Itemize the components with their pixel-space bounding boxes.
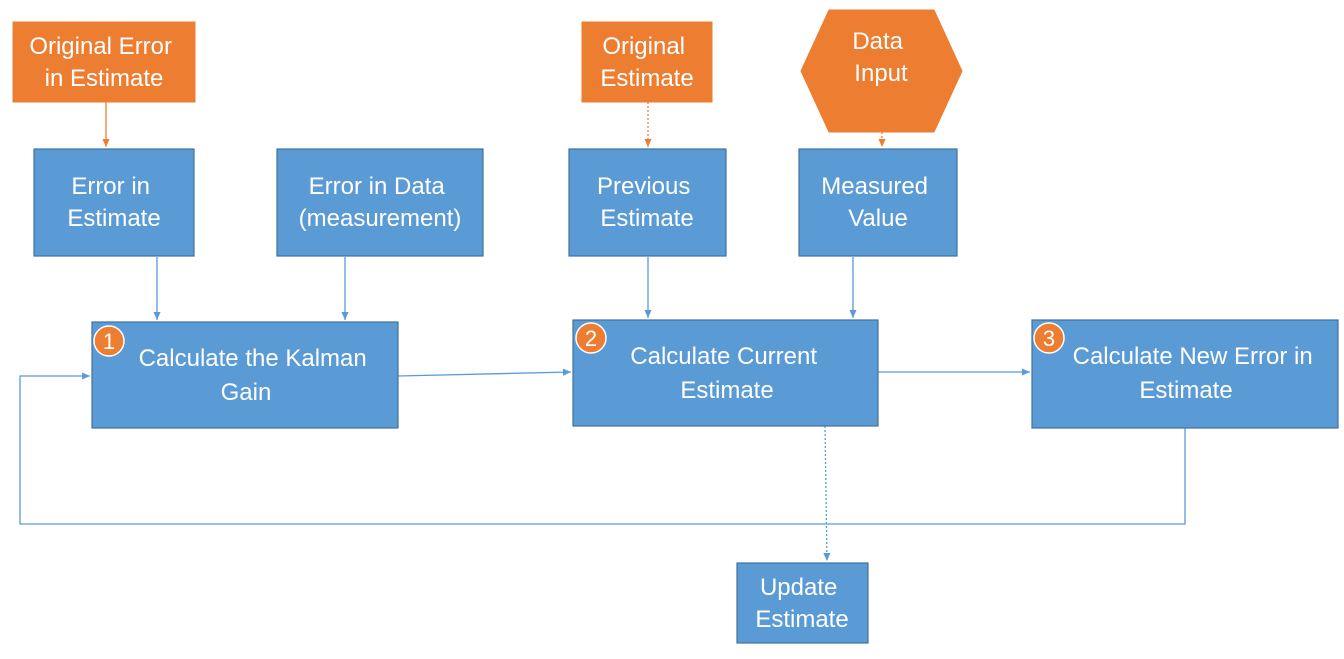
update-estimate-label: Update Estimate — [755, 574, 848, 633]
previous-estimate-node: Previous Estimate — [568, 148, 727, 257]
data-input-label: Data Input — [852, 28, 909, 87]
edges — [19, 102, 1186, 562]
edge-new-error-feedback-to-kalman-gain — [19, 372, 1186, 525]
kalman-gain-label: Calculate the Kalman Gain — [139, 345, 374, 406]
current-estimate-box — [572, 319, 879, 427]
error-in-estimate-node: Error in Estimate — [33, 148, 195, 257]
previous-estimate-box — [568, 148, 727, 257]
original-error-box — [12, 21, 196, 103]
new-error-node: Calculate New Error in Estimate 3 — [1031, 319, 1339, 429]
edge-current-estimate-to-update-estimate — [823, 425, 831, 562]
update-estimate-box — [736, 562, 869, 644]
step-2-badge — [575, 322, 607, 354]
kalman-gain-box — [91, 321, 399, 429]
previous-estimate-label: Previous Estimate — [597, 173, 697, 232]
error-in-data-label: Error in Data (measurement) — [299, 173, 462, 232]
update-estimate-node: Update Estimate — [736, 562, 869, 644]
original-estimate-box — [581, 21, 713, 103]
error-in-estimate-label: Error in Estimate — [67, 173, 160, 232]
error-in-data-box — [276, 148, 484, 257]
error-in-estimate-box — [33, 148, 195, 257]
measured-value-box — [798, 148, 958, 257]
new-error-box — [1031, 319, 1339, 429]
step-3-badge — [1033, 322, 1065, 354]
original-estimate-label: Original Estimate — [600, 33, 693, 92]
error-in-data-node: Error in Data (measurement) — [276, 148, 484, 257]
original-error-label: Original Error in Estimate — [29, 33, 178, 92]
measured-value-node: Measured Value — [798, 148, 958, 257]
current-estimate-node: Calculate Current Estimate 2 — [572, 319, 879, 427]
edge-kalman-gain-to-current-estimate — [397, 368, 572, 377]
kalman-gain-node: Calculate the Kalman Gain 1 — [91, 321, 399, 429]
step-3-label: 3 — [1043, 326, 1055, 351]
step-1-label: 1 — [103, 329, 115, 354]
measured-value-label: Measured Value — [821, 173, 934, 232]
original-error-node: Original Error in Estimate — [12, 21, 196, 103]
original-estimate-node: Original Estimate — [581, 21, 713, 103]
step-2-label: 2 — [585, 326, 597, 351]
new-error-label: Calculate New Error in Estimate — [1073, 343, 1320, 404]
step-1-badge — [93, 325, 125, 357]
data-input-hexagon — [800, 9, 963, 133]
data-input-node: Data Input — [800, 9, 963, 133]
current-estimate-label: Calculate Current Estimate — [630, 343, 823, 404]
